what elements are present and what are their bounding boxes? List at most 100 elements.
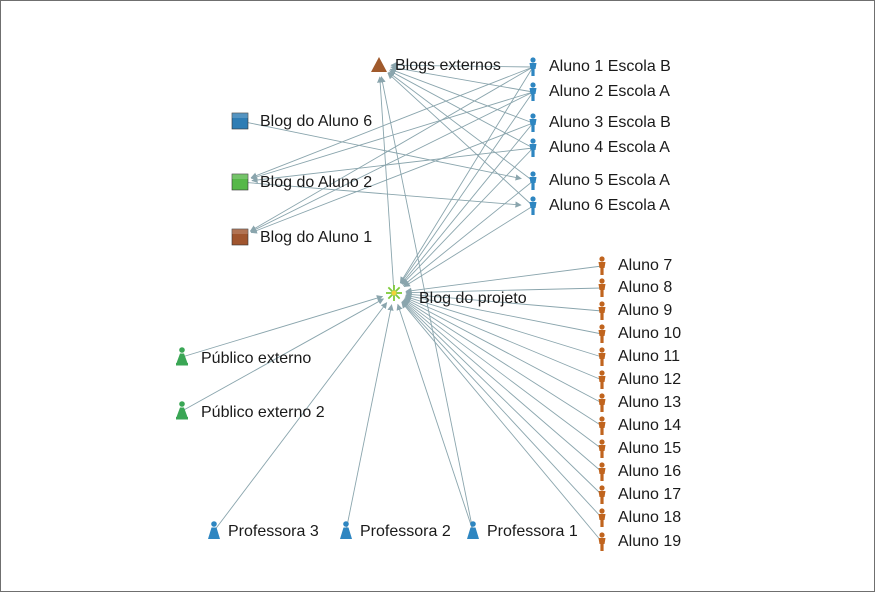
- public-user-icon: [176, 401, 188, 420]
- node-label-blog6: Blog do Aluno 6: [260, 113, 372, 130]
- edge-a18-to-hub: [401, 301, 603, 519]
- node-label-a11: Aluno 11: [618, 348, 680, 365]
- star-burst-icon: [386, 285, 402, 301]
- node-label-hub: Blog do projeto: [419, 290, 527, 307]
- edge-a10-to-hub: [405, 293, 603, 335]
- edge-prof1-to-blogs_externos: [379, 76, 474, 532]
- student-icon: [598, 324, 606, 343]
- edge-a9-to-hub: [405, 291, 603, 312]
- edge-a1-to-blogs_externos: [390, 62, 534, 69]
- node-label-prof1: Professora 1: [487, 523, 578, 540]
- node-label-a16: Aluno 16: [618, 463, 681, 480]
- edge-a1-to-hub: [399, 66, 534, 284]
- node-label-a17: Aluno 17: [618, 486, 681, 503]
- node-label-blog1: Blog do Aluno 1: [260, 229, 372, 246]
- edge-a4-to-hub: [401, 147, 534, 285]
- node-label-a1: Aluno 1 Escola B: [549, 58, 671, 75]
- node-label-pub2: Público externo 2: [201, 404, 325, 421]
- node-label-a5: Aluno 5 Escola A: [549, 172, 670, 189]
- teacher-icon: [340, 521, 352, 539]
- edge-a3-to-blog1: [250, 122, 534, 234]
- student-icon: [598, 439, 606, 458]
- node-label-a4: Aluno 4 Escola A: [549, 139, 670, 156]
- edge-a2-to-hub: [400, 91, 534, 284]
- student-icon: [598, 347, 606, 366]
- edge-a2-to-blog2: [250, 91, 534, 180]
- student-icon: [598, 256, 606, 275]
- node-label-a15: Aluno 15: [618, 440, 681, 457]
- edge-blog2-to-a6: [239, 181, 522, 208]
- edge-a1-to-blog1: [249, 66, 534, 232]
- edge-a5-to-blogs_externos: [388, 71, 534, 182]
- edge-a4-to-blog2: [251, 147, 534, 184]
- edge-a5-to-hub: [402, 180, 534, 286]
- student-icon: [529, 82, 537, 101]
- edge-a8-to-hub: [405, 287, 603, 296]
- student-icon: [529, 138, 537, 157]
- node-label-a12: Aluno 12: [618, 371, 681, 388]
- student-icon: [598, 393, 606, 412]
- node-label-a19: Aluno 19: [618, 533, 681, 550]
- node-label-a6: Aluno 6 Escola A: [549, 197, 670, 214]
- edge-a1-to-blog2: [250, 66, 534, 179]
- student-icon: [598, 416, 606, 435]
- teacher-icon: [467, 521, 479, 539]
- student-icon: [598, 532, 606, 551]
- edge-pub2-to-hub: [181, 298, 385, 412]
- edge-a6-to-blogs_externos: [387, 72, 534, 207]
- edge-a3-to-hub: [401, 122, 534, 285]
- edge-a4-to-blogs_externos: [389, 70, 534, 149]
- node-label-a14: Aluno 14: [618, 417, 681, 434]
- node-label-pub1: Público externo: [201, 350, 311, 367]
- edge-a2-to-blog1: [250, 91, 534, 233]
- triangle-icon: [371, 57, 387, 72]
- student-icon: [598, 278, 606, 297]
- node-label-prof2: Professora 2: [360, 523, 451, 540]
- node-label-prof3: Professora 3: [228, 523, 319, 540]
- square-icon: [231, 173, 249, 191]
- node-label-blog2: Blog do Aluno 2: [260, 174, 372, 191]
- edge-hub-to-blogs_externos: [377, 76, 395, 294]
- edge-a11-to-hub: [404, 295, 603, 358]
- edge-a15-to-hub: [403, 299, 603, 450]
- node-label-a3: Aluno 3 Escola B: [549, 114, 671, 131]
- node-label-a8: Aluno 8: [618, 279, 672, 296]
- student-icon: [529, 171, 537, 190]
- student-icon: [598, 301, 606, 320]
- square-icon: [231, 112, 249, 130]
- edge-a6-to-hub: [403, 205, 534, 288]
- edge-prof3-to-hub: [213, 302, 388, 532]
- node-label-a2: Aluno 2 Escola A: [549, 83, 670, 100]
- node-label-a13: Aluno 13: [618, 394, 681, 411]
- student-icon: [529, 113, 537, 132]
- node-label-a18: Aluno 18: [618, 509, 681, 526]
- teacher-icon: [208, 521, 220, 539]
- edge-a12-to-hub: [404, 296, 603, 381]
- student-icon: [529, 196, 537, 215]
- edge-a3-to-blogs_externos: [389, 68, 534, 124]
- edge-prof1-to-hub: [396, 303, 474, 532]
- node-label-a9: Aluno 9: [618, 302, 672, 319]
- student-icon: [598, 508, 606, 527]
- student-icon: [598, 485, 606, 504]
- edge-a16-to-hub: [402, 300, 603, 473]
- edge-a7-to-hub: [405, 265, 603, 294]
- student-icon: [529, 57, 537, 76]
- edge-a17-to-hub: [402, 300, 603, 496]
- edge-prof2-to-hub: [345, 304, 394, 532]
- node-label-a10: Aluno 10: [618, 325, 681, 342]
- student-icon: [598, 370, 606, 389]
- edge-a2-to-blogs_externos: [390, 64, 534, 93]
- edges-layer: [181, 62, 603, 543]
- public-user-icon: [176, 347, 188, 366]
- student-icon: [598, 462, 606, 481]
- node-label-blogs_externos: Blogs externos: [395, 57, 501, 74]
- edge-blog6-to-a5: [239, 120, 522, 181]
- node-label-a7: Aluno 7: [618, 257, 672, 274]
- edge-pub1-to-hub: [181, 295, 384, 358]
- square-icon: [231, 228, 249, 246]
- edge-a14-to-hub: [403, 299, 603, 427]
